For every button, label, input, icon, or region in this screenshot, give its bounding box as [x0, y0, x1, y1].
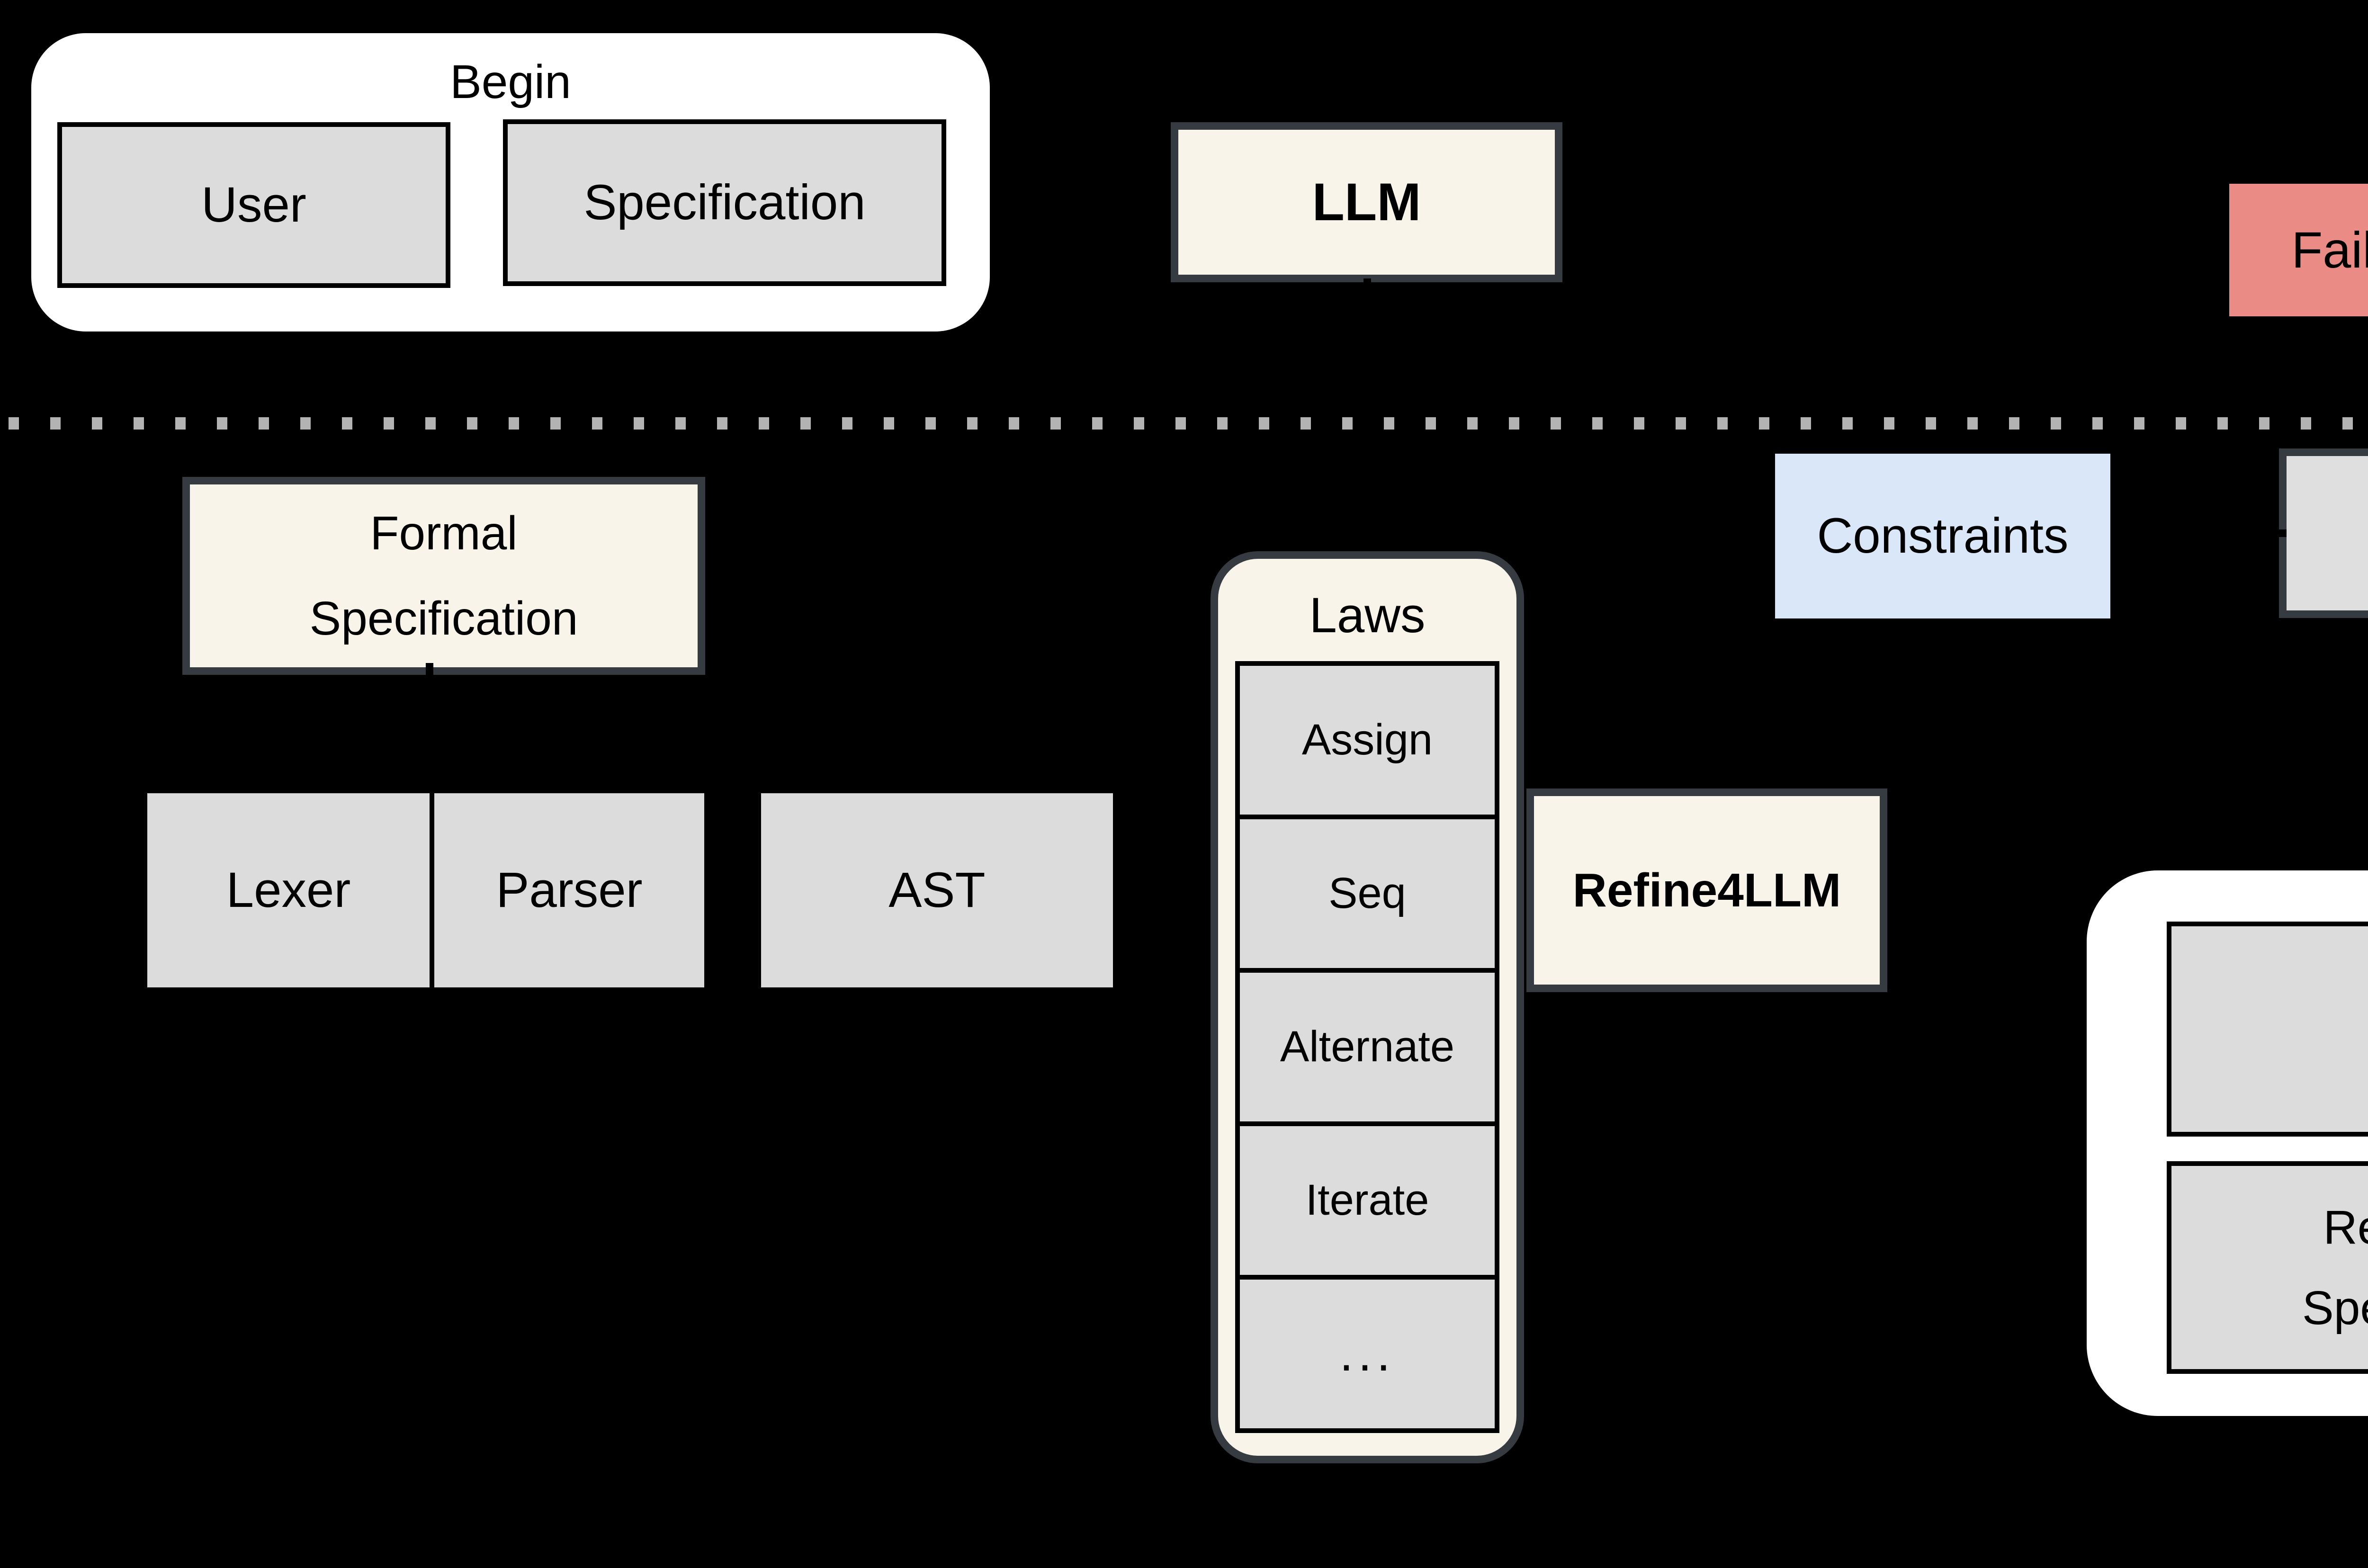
laws-group-title: Laws	[1309, 588, 1426, 643]
refine4llm-node: Refine4LLM	[1526, 788, 1887, 992]
atps-node: ATPs	[2279, 448, 2368, 618]
remaining-specification-node: Remaining Specification	[2167, 1161, 2368, 1374]
code-node: Code	[2167, 922, 2368, 1137]
connector-formal-spec-down-stub	[426, 663, 433, 691]
user-node: User	[57, 122, 450, 288]
begin-group-title: Begin	[450, 55, 571, 108]
failed-code-node: Failed Code	[2229, 184, 2368, 316]
connector-constraints-to-atps	[2111, 529, 2287, 537]
specification-node: Specification	[503, 119, 946, 286]
remaining-specification-label: Remaining Specification	[2302, 1201, 2368, 1335]
constraints-node: Constraints	[1775, 454, 2110, 618]
connector-llm-down-stub	[1363, 278, 1371, 307]
law-item-seq: Seq	[1235, 815, 1499, 973]
phase-divider-dotted-line	[0, 417, 2368, 430]
law-item-ellipsis: ...	[1235, 1275, 1499, 1433]
lexer-node: Lexer	[143, 788, 430, 992]
formal-specification-label: Formal Specification	[309, 507, 578, 645]
llm-node: LLM	[1171, 122, 1562, 282]
formal-specification-node: Formal Specification	[182, 477, 705, 675]
law-item-iterate: Iterate	[1235, 1121, 1499, 1280]
parser-node: Parser	[430, 788, 709, 992]
law-item-assign: Assign	[1235, 661, 1499, 819]
ast-node: AST	[756, 788, 1118, 992]
law-item-alternate: Alternate	[1235, 968, 1499, 1126]
